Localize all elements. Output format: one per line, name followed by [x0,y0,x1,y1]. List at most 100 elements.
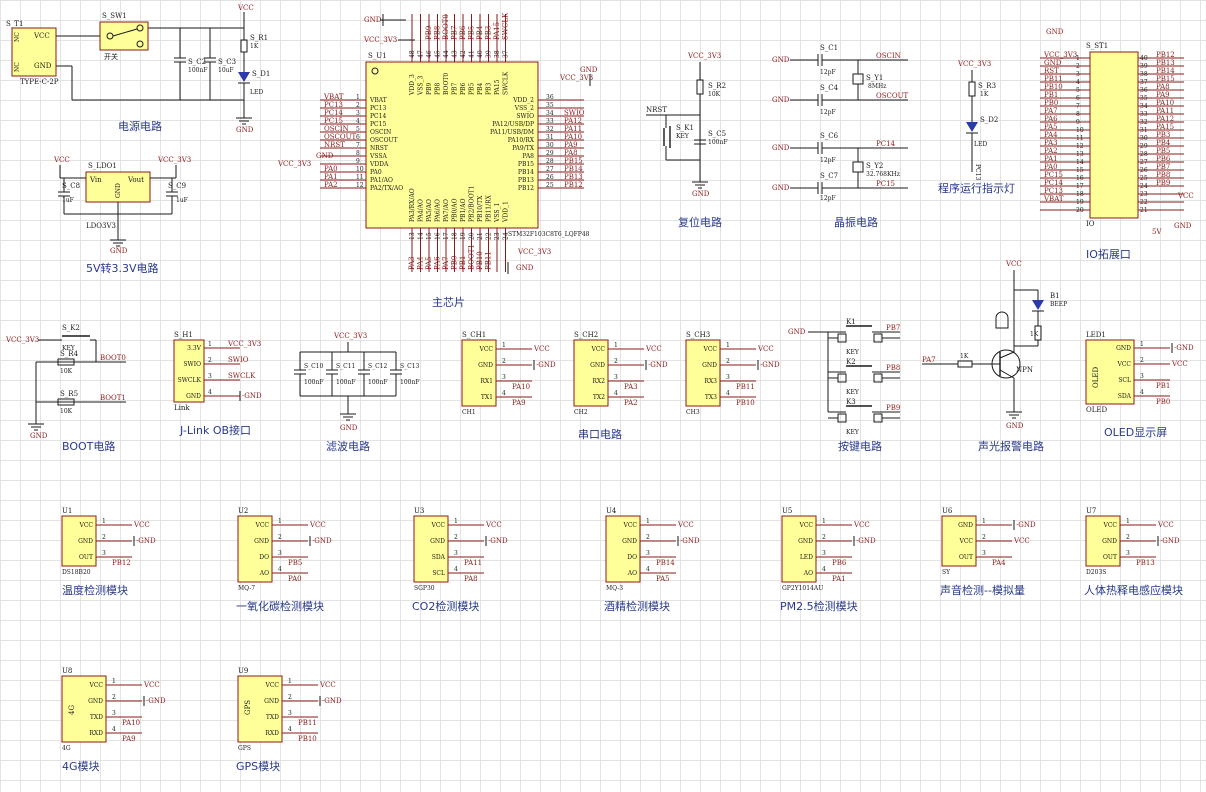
pin-num: 2 [726,358,730,365]
mcu-pin-num: 7 [356,142,360,149]
oled-net: PB1 [1156,382,1170,390]
pin-name: RXD [89,730,103,737]
c5-ref: S_C5 [708,130,726,138]
mcu-pin-name: PB9 [426,83,433,95]
io-pin-num: 23 [1140,191,1148,198]
pin-num: 3 [822,550,826,557]
mcu-pin-name: VDD_1 [503,201,510,223]
buzzer-gnd: GND [1006,422,1024,430]
title-power: 电源电路 [118,119,162,133]
pin-num: 1 [822,518,826,525]
t1-vcc-pin: VCC [33,32,50,40]
usb-typec-connector[interactable] [11,27,57,77]
sw-ref: S_SW1 [102,12,127,20]
mcu-pin-name: VSSA [369,153,387,160]
io-net-label: PB5 [1156,147,1170,155]
io-pin-num: 29 [1140,143,1148,150]
sensor-module-body[interactable] [413,515,449,583]
io-net-label: PB0 [1044,99,1058,107]
xtal-pc15: PC15 [876,180,895,188]
mcu-pin-num: 16 [435,232,442,240]
sensor-module-body[interactable] [237,675,283,743]
b1-ref: B1 [1050,292,1060,300]
net-gnd: ·GND [146,697,166,705]
sensor-module-body[interactable] [61,515,97,567]
io-net-label: PC13 [1044,187,1063,195]
pin-name: GND [702,362,717,369]
sensor-module-body[interactable] [237,515,273,583]
crystal-circuit: GND S_C1 12pF OSCIN GND S_C4 12pF OSCOUT… [772,44,909,229]
module-part: MQ-7 [238,585,255,592]
io-pin-num: 12 [1076,143,1084,150]
mcu-chip[interactable] [365,61,539,229]
pin-name: DO [259,554,269,561]
c4-val: 12pF [820,109,836,116]
crystal-8mhz[interactable] [852,73,864,85]
sensor-module-body[interactable] [1085,515,1121,567]
mcu-pin-num: 24 [503,232,510,240]
uart-connector[interactable] [685,339,721,407]
mcu-pin-name: PB13 [518,177,534,184]
net-label: VCC [485,521,502,529]
uart-connector[interactable] [461,339,497,407]
key-net: PB8 [886,364,900,372]
io-pin-num: 26 [1140,167,1148,174]
io-ref: S_ST1 [1086,42,1108,50]
mcu-pin-name: OSCOUT [370,137,398,144]
pin-num: 2 [1126,534,1130,541]
mcu-pin-num: 28 [546,158,554,165]
pin-name: TX2 [593,394,605,401]
mcu-gnd-top: GND [364,16,382,24]
filter-cap-val: 100nF [400,379,419,386]
key-button[interactable] [837,373,847,383]
mcu-pin-name: PA5/AO [426,199,433,222]
net-label: PA2 [624,399,638,407]
mcu-pin-name: PB3 [486,83,493,95]
net-label: VCC [677,521,694,529]
net-label: PB12 [112,559,131,567]
pin-name: GND [254,538,269,545]
sensor-module-body[interactable] [941,515,977,567]
oled-display[interactable] [1085,339,1135,405]
filter-cap-ref: S_C13 [400,363,420,370]
io-pin-num: 35 [1140,95,1148,102]
io-net-label: PB10 [1044,83,1063,91]
io-connector[interactable] [1089,51,1139,219]
io-pin-num: 27 [1140,159,1148,166]
key-button[interactable] [837,413,847,423]
mcu-pin-name: PB7 [452,83,459,95]
pin-name: GND [622,538,637,545]
pin-name: GND [88,698,103,705]
oled-net-gnd: ·GND [1174,344,1194,352]
io-net-label: PB6 [1156,155,1171,163]
y2-val: 32.768KHz [866,171,900,178]
io-pin-num: 22 [1140,199,1148,206]
module-part: CH3 [686,409,700,416]
c9-val: 1uF [176,197,188,204]
mcu-pin-name: PB11/RX [486,194,493,222]
key-button[interactable] [837,333,847,343]
jlink-connector[interactable] [173,339,205,403]
jlink-ref: S_H1 [174,331,193,339]
mcu-pin-num: 9 [356,158,360,165]
buzzer-vcc: VCC [1005,260,1022,268]
oled-pin-name: SCL [1118,377,1131,384]
sensor-module-body[interactable] [781,515,817,583]
sensor-module-body[interactable] [61,675,107,743]
r3-val: 1K [980,91,989,98]
io-pin-num: 16 [1076,175,1084,182]
mcu-pin-num: 42 [460,50,467,58]
reset-nrst: NRST [646,106,667,114]
sensor-module-body[interactable] [605,515,641,583]
title-4g: 4G模块 [62,760,100,773]
mcu-pin-num: 22 [486,232,493,240]
t1-nc1: NC [14,32,21,42]
crystal-32k[interactable] [852,161,864,173]
uart-connector[interactable] [573,339,609,407]
mcu-net-label: BOOT1 [468,244,476,270]
power-switch[interactable] [99,21,149,51]
mcu-pin-num: 23 [494,232,501,240]
